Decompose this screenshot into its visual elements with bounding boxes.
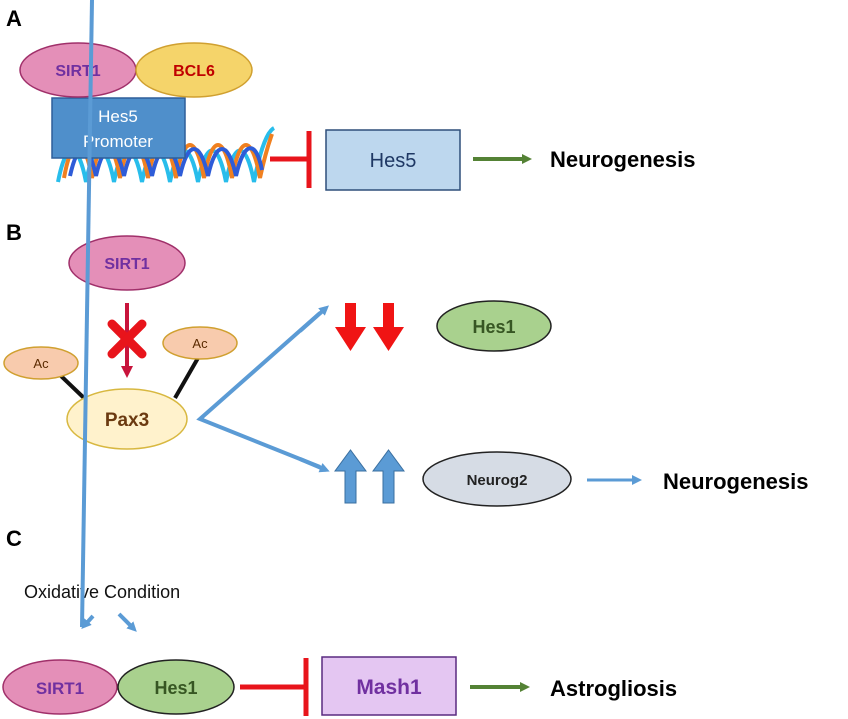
- mash1-label: Mash1: [356, 676, 422, 699]
- arrow-to-sirt1-c: [81, 614, 95, 629]
- sirt1-label-a: SIRT1: [55, 63, 100, 80]
- panel-label-c: C: [6, 526, 22, 551]
- outcome-neurogenesis-a: Neurogenesis: [550, 147, 696, 172]
- hes1-node-c: [117, 659, 235, 715]
- promoter-label-line2: Promoter: [83, 132, 153, 151]
- hes1-label-c: Hes1: [154, 678, 197, 698]
- oxidative-condition-label: Oxidative Condition: [24, 582, 180, 602]
- pax3-label: Pax3: [105, 410, 149, 431]
- hes5-promoter-box: [51, 97, 186, 159]
- bcl6-node: [135, 42, 253, 98]
- ac-label-right: Ac: [192, 336, 208, 351]
- bcl6-label: BCL6: [173, 63, 215, 80]
- promoter-label-line1: Hes5: [98, 107, 138, 126]
- arrow-to-hes1-c: [117, 612, 137, 632]
- ac-node-left: [3, 346, 79, 380]
- mash1-box: [321, 656, 457, 716]
- panel-label-b: B: [6, 220, 22, 245]
- panel-b: B SIRT1 Ac Ac Pax3 Hes1: [3, 220, 809, 507]
- ac-label-left: Ac: [33, 356, 49, 371]
- hes1-label-b: Hes1: [472, 317, 515, 337]
- panel-label-a: A: [6, 6, 22, 31]
- arrow-to-sirt1-c-shaft: [80, 0, 94, 628]
- branch-lines: [196, 311, 322, 469]
- outcome-astrogliosis: Astrogliosis: [550, 676, 677, 701]
- arrow-to-hes1-decrease: [298, 305, 329, 333]
- outcome-neurogenesis-b: Neurogenesis: [663, 469, 809, 494]
- sirt1-label-c: SIRT1: [36, 679, 84, 698]
- panel-a: A Hes5 Promoter SIRT1 BCL6 Hes5 Neurogen…: [6, 6, 696, 191]
- sirt1-node-c: [2, 659, 118, 715]
- ac-link-right: [173, 357, 200, 399]
- ac-node-right: [162, 326, 238, 360]
- hes5-label: Hes5: [370, 150, 417, 172]
- hes1-node-b: [436, 300, 552, 352]
- neurog2-label: Neurog2: [467, 472, 528, 489]
- pax3-node: [66, 388, 188, 450]
- sirt1-node-b: [68, 235, 186, 291]
- increase-arrows-icon: [334, 449, 405, 504]
- sirt1-label-b: SIRT1: [104, 256, 149, 273]
- panel-c: C Oxidative Condition SIRT1 Hes1 Mash1 A…: [2, 0, 677, 716]
- neurog2-node: [422, 451, 572, 507]
- block-x-icon: [107, 319, 147, 359]
- hes5-box: [325, 129, 461, 191]
- ac-link-left: [58, 373, 86, 400]
- arrow-to-neurog2-increase: [299, 457, 330, 473]
- decrease-arrows-icon: [335, 303, 404, 351]
